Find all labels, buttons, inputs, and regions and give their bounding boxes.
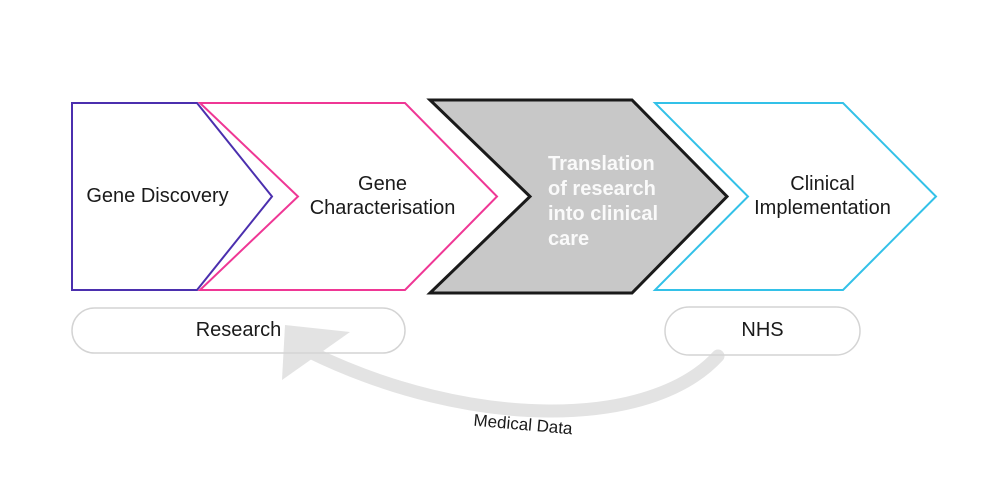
feedback-arrow-curve <box>303 345 725 418</box>
stage-label-gene-discovery: Gene Discovery <box>60 184 255 209</box>
stage-label-line: Characterisation <box>309 197 456 219</box>
chevron-translation <box>426 98 730 295</box>
stage-label-line: into clinical <box>548 203 659 225</box>
group-pill-research <box>71 307 406 354</box>
group-label-research: Research <box>195 319 282 341</box>
group-label-nhs: NHS <box>741 319 784 341</box>
stage-label-line: Gene <box>358 173 407 195</box>
stage-label-gene-characterisation: Gene Characterisation <box>285 172 480 220</box>
stage-label-line: care <box>548 228 590 250</box>
chevron-gene-characterisation <box>197 102 499 291</box>
chevron-gene-discovery <box>71 102 274 291</box>
stage-label-line: Translation <box>548 153 655 175</box>
stage-label-translation: Translation of research into clinical ca… <box>548 152 723 252</box>
stage-label-line: of research <box>548 178 656 200</box>
chevron-clinical-implementation <box>652 102 938 291</box>
stage-label-line: Clinical <box>790 173 855 195</box>
stage-label-clinical-implementation: Clinical Implementation <box>725 172 920 220</box>
stage-label-line: Gene Discovery <box>86 185 229 207</box>
group-pill-nhs <box>664 306 861 356</box>
stage-label-line: Implementation <box>754 197 891 219</box>
